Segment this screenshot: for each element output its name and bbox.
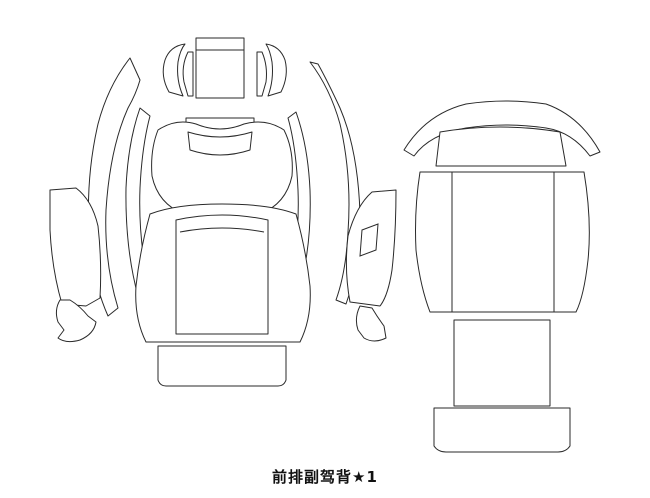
- far-right-window-cutout: [359, 223, 379, 257]
- far-right-side-panel: [345, 189, 397, 307]
- headrest-left-side-panel: [162, 43, 186, 97]
- backrest-upper-insert: [187, 131, 253, 156]
- seatback-rear-view: [403, 100, 601, 453]
- headrest-right-inner-panel: [256, 51, 267, 97]
- backrest-center-insert: [175, 214, 269, 335]
- backrest-bottom-flap: [157, 345, 287, 387]
- rear-upper-panel: [435, 126, 567, 167]
- rear-backrest-insert: [451, 171, 555, 313]
- headrest-left-inner-panel: [182, 51, 194, 97]
- side-trim-panels: [49, 187, 397, 343]
- left-outer-bolster-panel: [87, 57, 141, 317]
- headrest-center-panel: [195, 37, 245, 99]
- far-left-side-panel: [49, 187, 102, 307]
- far-left-handle-piece: [55, 299, 97, 343]
- rear-headrest-arch: [403, 100, 601, 157]
- pattern-caption: 前排副驾背★1: [272, 468, 378, 486]
- headrest-right-side-panel: [265, 43, 287, 97]
- rear-lower-panel: [453, 319, 551, 407]
- backrest-upper-shell: [151, 121, 293, 215]
- backrest-lower: [135, 203, 311, 343]
- headrest-group: [162, 37, 287, 99]
- far-right-handle-piece: [355, 305, 387, 342]
- backrest-center-top-seam: [179, 227, 265, 233]
- rear-bottom-flap: [433, 407, 571, 453]
- backrest-upper: [151, 117, 293, 215]
